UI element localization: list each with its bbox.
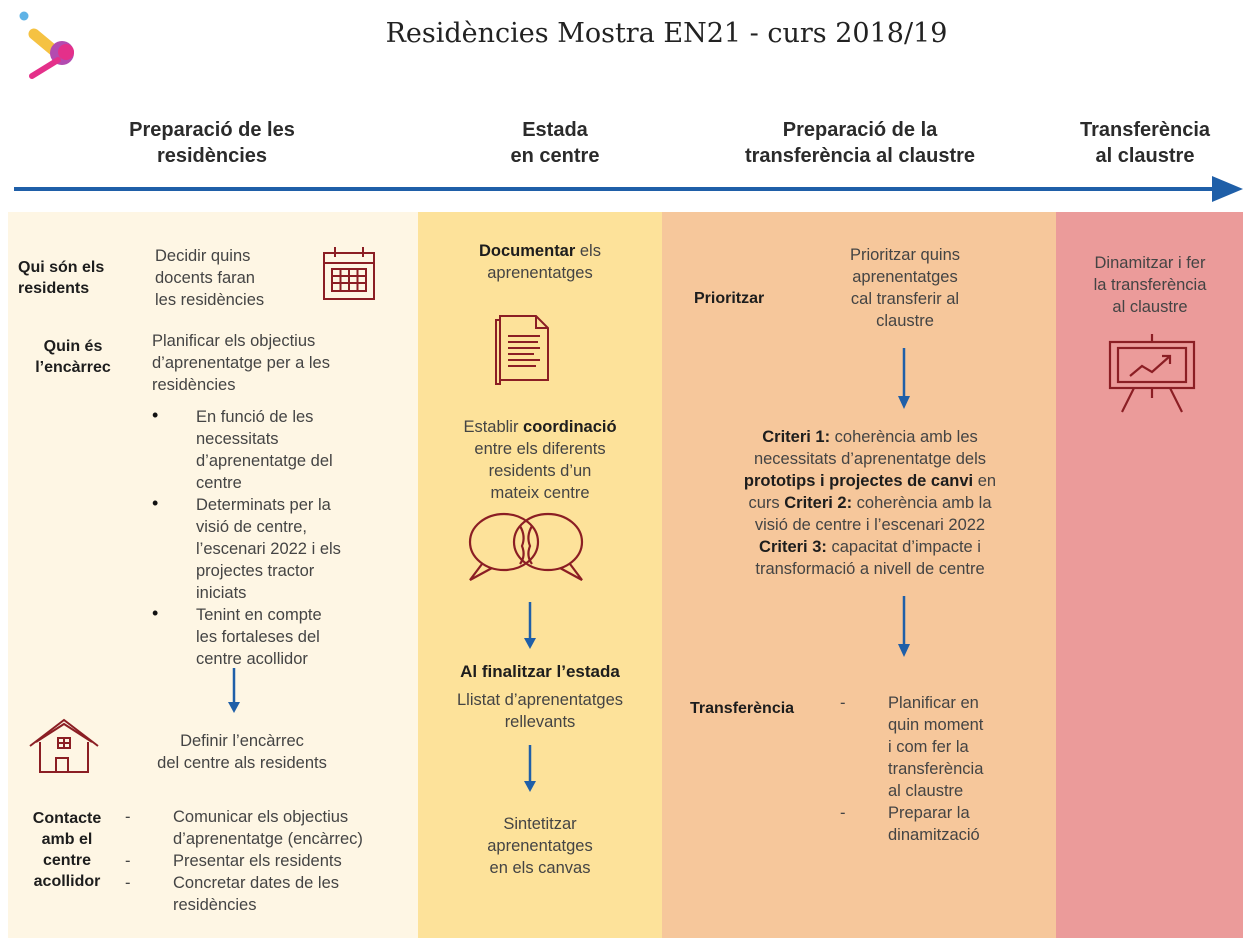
prioritzar-label: Prioritzar [694,290,765,307]
logo-pink-circle [58,44,74,60]
finalitzar-label: Al finalitzar l’estada [460,662,620,681]
speech-bubbles-icon [468,512,584,581]
logo-dot-blue [19,11,29,21]
list-item: Presentar els residents [125,850,415,872]
criteris-text: Criteri 1: coherència amb les necessitat… [743,428,997,578]
document-icon [495,315,549,385]
down-arrow-icon [898,348,910,409]
transferencia-label: Transferència [690,700,795,717]
page-title: Residències Mostra EN21 - curs 2018/19 [385,18,948,49]
house-icon [29,718,99,773]
coordinacio-text: Establir coordinació entre els diferents… [463,418,617,502]
timeline-arrow [14,176,1243,202]
presentation-chart-icon [1108,334,1196,413]
logo-pink-stroke [29,57,61,79]
calendar-icon [323,247,375,300]
documentar-text: Documentar els aprenentatges [479,242,601,282]
column-transferencia [1056,212,1243,938]
down-arrow-icon [524,745,536,792]
logo [19,11,74,79]
down-arrow-icon [524,602,536,649]
column-estada [418,212,662,938]
down-arrow-icon [898,596,910,657]
down-arrow-icon [228,668,240,713]
list-item: En funció de lesnecessitatsd’aprenentatg… [152,404,402,494]
objectius-bullet-list: En funció de lesnecessitatsd’aprenentatg… [152,404,402,670]
